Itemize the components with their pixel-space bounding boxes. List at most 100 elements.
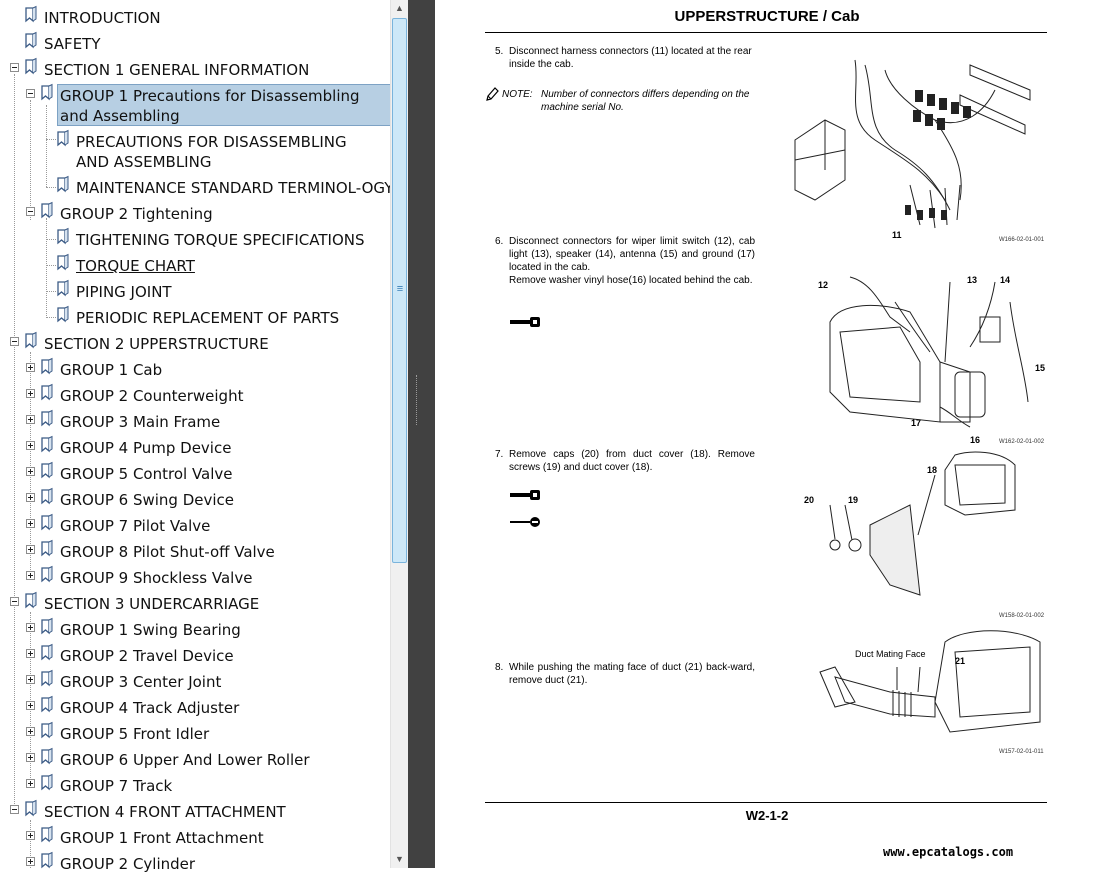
callout-11: 11 [892,230,902,240]
bookmark-icon [41,409,53,427]
bookmark-section4[interactable]: SECTION 4 FRONT ATTACHMENT [0,799,390,826]
bookmark-icon [41,695,53,713]
splitter-grip[interactable] [416,375,419,425]
tree-line [46,105,47,187]
bookmark-periodic-replacement[interactable]: PERIODIC REPLACEMENT OF PARTS [0,305,390,332]
bookmark-group[interactable]: GROUP 5 Front Idler [0,721,390,748]
expand-toggle[interactable] [26,389,35,398]
bookmark-icon [41,617,53,635]
figure2-code: W162-02-01-002 [999,439,1045,445]
collapse-toggle[interactable] [10,805,19,814]
bookmark-label: GROUP 3 Main Frame [60,413,221,431]
bookmark-label: GROUP 7 Pilot Valve [60,517,211,535]
tree-line [46,291,56,292]
bookmark-label: GROUP 2 Counterweight [60,387,244,405]
bookmark-safety[interactable]: SAFETY [0,31,390,58]
bookmark-piping-joint[interactable]: PIPING JOINT [0,279,390,306]
bookmark-icon [25,799,37,817]
bookmark-group[interactable]: GROUP 1 Cab [0,357,390,384]
bookmark-label: TIGHTENING TORQUE SPECIFICATIONS [76,231,365,249]
bookmark-icon [25,5,37,23]
bookmark-group[interactable]: GROUP 4 Pump Device [0,435,390,462]
bookmark-precautions[interactable]: PRECAUTIONS FOR DISASSEMBLING AND ASSEMB… [0,129,390,174]
expand-toggle[interactable] [26,701,35,710]
bookmark-label: SAFETY [44,35,101,53]
pane-splitter[interactable] [408,0,435,868]
bookmark-group[interactable]: GROUP 8 Pilot Shut-off Valve [0,539,390,566]
bookmark-s1-group2[interactable]: GROUP 2 Tightening [0,201,390,228]
expand-toggle[interactable] [26,779,35,788]
bookmark-group[interactable]: GROUP 3 Center Joint [0,669,390,696]
bookmark-torque-chart[interactable]: TORQUE CHART [0,253,390,280]
bookmark-icon [41,747,53,765]
bookmark-group[interactable]: GROUP 2 Counterweight [0,383,390,410]
expand-toggle[interactable] [26,649,35,658]
bookmark-group[interactable]: GROUP 5 Control Valve [0,461,390,488]
bookmark-group[interactable]: GROUP 9 Shockless Valve [0,565,390,592]
bookmark-section3[interactable]: SECTION 3 UNDERCARRIAGE [0,591,390,618]
expand-toggle[interactable] [26,363,35,372]
bookmark-group[interactable]: GROUP 1 Front Attachment [0,825,390,852]
bookmark-group[interactable]: GROUP 6 Upper And Lower Roller [0,747,390,774]
scroll-up-button[interactable]: ▲ [395,3,404,13]
expand-toggle[interactable] [26,831,35,840]
collapse-toggle[interactable] [10,63,19,72]
bookmark-icon [25,331,37,349]
collapse-toggle[interactable] [26,207,35,216]
bookmark-group[interactable]: GROUP 7 Track [0,773,390,800]
expand-toggle[interactable] [26,493,35,502]
scrollbar-thumb[interactable]: ≡ [392,18,407,563]
expand-toggle[interactable] [26,545,35,554]
bookmarks-scrollbar[interactable]: ▲ ≡ ▼ [390,0,408,868]
expand-toggle[interactable] [26,623,35,632]
bookmark-group[interactable]: GROUP 2 Travel Device [0,643,390,670]
bookmark-section1[interactable]: SECTION 1 GENERAL INFORMATION [0,57,390,84]
bookmark-group[interactable]: GROUP 1 Swing Bearing [0,617,390,644]
bookmark-section2[interactable]: SECTION 2 UPPERSTRUCTURE [0,331,390,358]
bookmark-label: PERIODIC REPLACEMENT OF PARTS [76,309,340,327]
figure-harness-connectors: 11 [794,59,1031,240]
figure-cab-connectors: 12 13 14 15 16 17 [818,275,1045,445]
step5-text: Disconnect harness connectors (11) locat… [509,46,752,70]
bookmark-group[interactable]: GROUP 4 Track Adjuster [0,695,390,722]
collapse-toggle[interactable] [10,337,19,346]
scroll-down-button[interactable]: ▼ [395,854,404,864]
expand-toggle[interactable] [26,441,35,450]
bookmark-tightening-torque[interactable]: TIGHTENING TORQUE SPECIFICATIONS [0,227,390,254]
bookmark-icon [57,227,69,245]
bookmark-label: GROUP 1 Precautions for Disassembling an… [60,87,360,125]
bookmark-label: INTRODUCTION [44,9,161,27]
bookmark-s1-group1[interactable]: GROUP 1 Precautions for Disassembling an… [0,83,390,128]
expand-toggle[interactable] [26,727,35,736]
bookmark-maintenance-standard[interactable]: MAINTENANCE STANDARD TERMINOL-OGY [0,175,394,202]
wrench-tool-icon [510,490,540,500]
expand-toggle[interactable] [26,753,35,762]
bookmark-label: GROUP 2 Cylinder [60,855,196,873]
collapse-toggle[interactable] [10,597,19,606]
bookmark-group[interactable]: GROUP 2 Cylinder [0,851,390,878]
bookmark-label: MAINTENANCE STANDARD TERMINOL-OGY [76,179,394,197]
bookmark-group[interactable]: GROUP 3 Main Frame [0,409,390,436]
document-page: UPPERSTRUCTURE / Cab 5. Disconnect harne… [435,0,1096,868]
bookmark-group[interactable]: GROUP 6 Swing Device [0,487,390,514]
tree-line [30,820,31,868]
expand-toggle[interactable] [26,415,35,424]
expand-toggle[interactable] [26,571,35,580]
expand-toggle[interactable] [26,467,35,476]
bookmark-label: GROUP 5 Control Valve [60,465,233,483]
callout-13: 13 [967,275,977,285]
bookmark-icon [41,461,53,479]
bookmark-label: GROUP 2 Tightening [60,205,213,223]
figure1-code: W166-02-01-001 [999,237,1045,243]
bookmark-label: GROUP 5 Front Idler [60,725,210,743]
expand-toggle[interactable] [26,675,35,684]
bookmark-icon [41,357,53,375]
bookmark-icon [41,773,53,791]
bookmark-group[interactable]: GROUP 7 Pilot Valve [0,513,390,540]
collapse-toggle[interactable] [26,89,35,98]
expand-toggle[interactable] [26,857,35,866]
tree-line [46,265,56,266]
bookmark-label: GROUP 1 Front Attachment [60,829,264,847]
bookmark-introduction[interactable]: INTRODUCTION [0,5,390,32]
expand-toggle[interactable] [26,519,35,528]
